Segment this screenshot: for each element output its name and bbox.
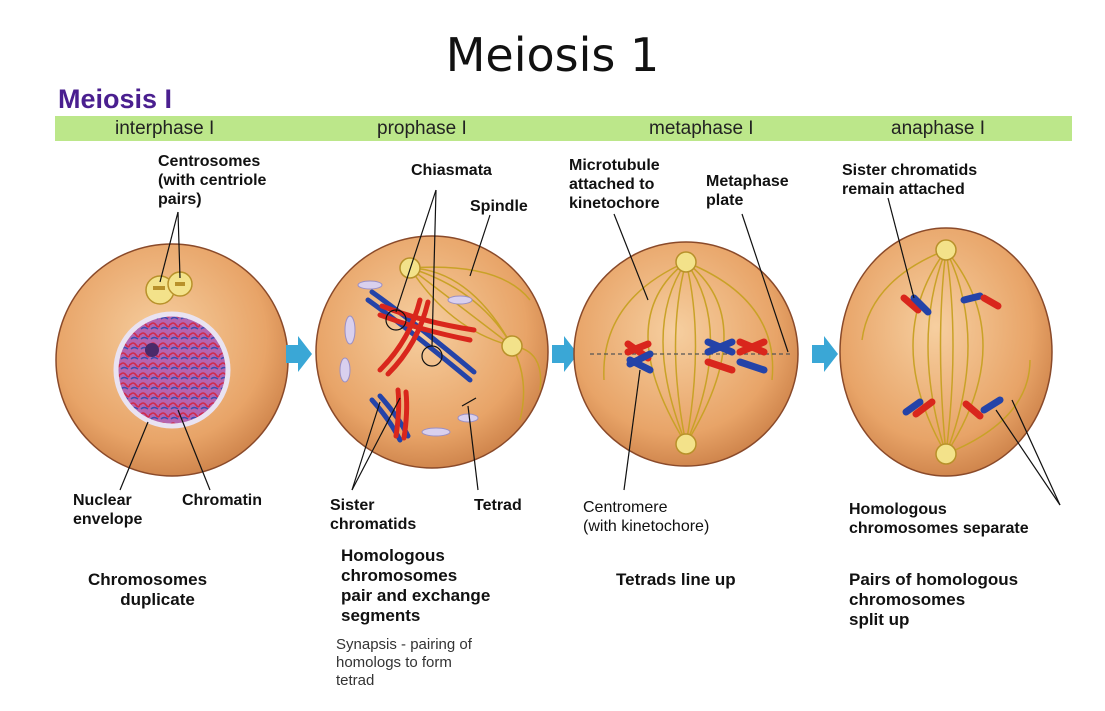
caption-anaphase: Pairs of homologous chromosomes split up — [849, 570, 1018, 630]
centrosome-icon — [676, 434, 696, 454]
label-microtubule: Microtubule attached to kinetochore — [569, 156, 660, 213]
label-tetrad: Tetrad — [474, 496, 522, 515]
label-metaphase-plate: Metaphase plate — [706, 172, 789, 210]
arrow-icon — [286, 336, 312, 372]
label-spindle: Spindle — [470, 197, 528, 216]
label-centromere: Centromere (with kinetochore) — [583, 498, 709, 536]
centrosome-icon — [936, 444, 956, 464]
label-centrosomes: Centrosomes (with centriole pairs) — [158, 152, 266, 209]
interphase-cell — [56, 244, 288, 476]
caption-metaphase: Tetrads line up — [616, 570, 736, 590]
caption-prophase: Homologous chromosomes pair and exchange… — [341, 546, 490, 626]
centrosome-icon — [502, 336, 522, 356]
centrosome-icon — [676, 252, 696, 272]
nucleus — [116, 314, 228, 426]
label-chromatin: Chromatin — [182, 491, 262, 510]
nucleolus — [145, 343, 159, 357]
anaphase-cell — [840, 228, 1052, 476]
metaphase-cell — [574, 242, 798, 466]
centrosome-icon — [936, 240, 956, 260]
caption-interphase: Chromosomes duplicate — [88, 570, 207, 610]
arrow-icon — [812, 336, 838, 372]
label-homologous-separate: Homologous chromosomes separate — [849, 500, 1029, 538]
label-anaphase-sister-chromatids: Sister chromatids remain attached — [842, 161, 977, 199]
label-sister-chromatids: Sister chromatids — [330, 496, 416, 534]
label-nuclear-envelope: Nuclear envelope — [73, 491, 142, 529]
prophase-cell — [316, 236, 548, 468]
note-synapsis: Synapsis - pairing of homologs to form t… — [336, 636, 472, 690]
label-chiasmata: Chiasmata — [411, 161, 492, 180]
